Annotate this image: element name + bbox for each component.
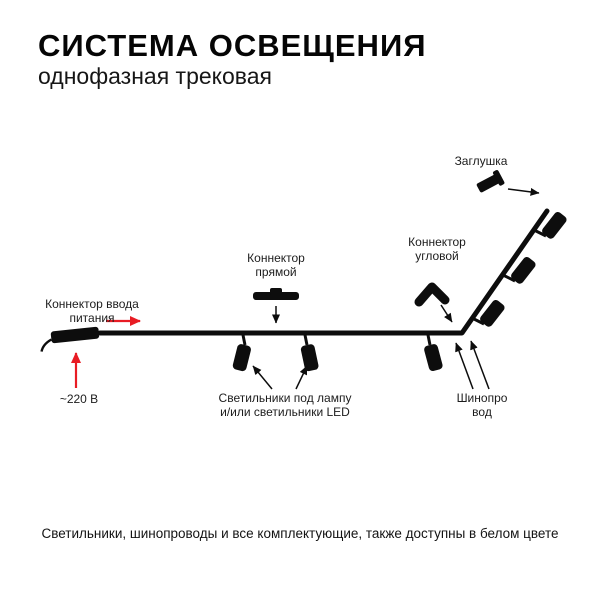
straight-connector-label: Коннектор прямой xyxy=(226,251,326,279)
busway-label-line2: вод xyxy=(472,405,492,420)
spotlight-1 xyxy=(232,334,251,372)
lights-arrow-right xyxy=(295,365,308,390)
straight-connector-label-line1: Коннектор xyxy=(247,251,305,265)
straight-connector-icon xyxy=(253,288,299,300)
power-connector-label-line1: Коннектор ввода xyxy=(45,297,139,311)
corner-connector-label: Коннектор угловой xyxy=(387,235,487,263)
busway-label: Шинопро вод xyxy=(442,391,522,419)
busway-label-line1: Шинопро xyxy=(456,391,508,405)
power-connector-icon xyxy=(40,326,100,352)
end-cap-arrow xyxy=(507,187,540,196)
lights-label: Светильники под лампу и/или светильники … xyxy=(195,391,375,419)
page-title: СИСТЕМА ОСВЕЩЕНИЯ xyxy=(38,28,427,63)
lights-arrow-left xyxy=(252,365,273,390)
busway-arrow-left xyxy=(455,342,474,390)
spotlight-3 xyxy=(424,334,443,372)
busway-arrow-right xyxy=(470,340,490,390)
power-connector-label-line2: питания xyxy=(69,311,115,326)
voltage-label: ~220 В xyxy=(59,392,99,406)
corner-connector-arrow xyxy=(440,304,453,323)
end-cap-label: Заглушка xyxy=(454,154,508,168)
spotlight-2 xyxy=(300,334,319,372)
spotlight-4 xyxy=(471,300,505,327)
end-cap-icon xyxy=(476,170,505,193)
power-connector-label: Коннектор ввода питания xyxy=(34,297,150,325)
corner-connector-label-line1: Коннектор xyxy=(408,235,466,249)
spotlight-6 xyxy=(533,212,567,239)
lights-label-line1: Светильники под лампу xyxy=(218,391,352,405)
straight-connector-label-line2: прямой xyxy=(255,265,297,280)
corner-connector-icon xyxy=(414,282,450,307)
track-busway xyxy=(97,208,550,336)
page-subtitle: однофазная трековая xyxy=(38,63,272,89)
lights-label-line2: и/или светильники LED xyxy=(220,405,350,420)
footer-note: Светильники, шинопроводы и все комплекту… xyxy=(41,526,559,541)
spotlight-5 xyxy=(502,257,536,284)
corner-connector-label-line2: угловой xyxy=(415,249,459,264)
